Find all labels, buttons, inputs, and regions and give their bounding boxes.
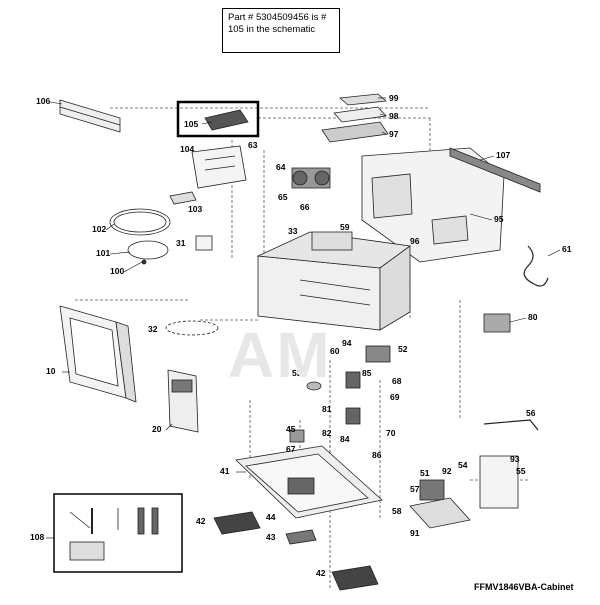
callout-20: 20 xyxy=(152,424,162,434)
callout-66: 66 xyxy=(300,202,310,212)
part-41-base-tray xyxy=(235,445,383,519)
callout-54: 54 xyxy=(458,460,468,470)
part-98 xyxy=(333,106,387,123)
part-52 xyxy=(365,345,391,363)
callout-61: 61 xyxy=(562,244,572,254)
callout-70: 70 xyxy=(386,428,396,438)
note-line-1: Part # 5304509456 is # xyxy=(228,12,327,23)
part-95-outer-panel xyxy=(361,147,505,263)
part-81 xyxy=(345,371,361,389)
callout-96: 96 xyxy=(410,236,420,246)
part-42-filter-lower xyxy=(331,565,379,591)
callout-56: 56 xyxy=(526,408,536,418)
callout-65: 65 xyxy=(278,192,288,202)
callout-33: 33 xyxy=(288,226,298,236)
part-cavity-assembly xyxy=(256,231,412,331)
callout-81: 81 xyxy=(322,404,332,414)
part-105-highlight-box xyxy=(176,100,260,138)
callout-60: 60 xyxy=(330,346,340,356)
callout-58: 58 xyxy=(392,506,402,516)
callout-32: 32 xyxy=(148,324,158,334)
callout-68: 68 xyxy=(392,376,402,386)
part-31 xyxy=(195,235,213,251)
part-80 xyxy=(483,313,511,333)
callout-92: 92 xyxy=(442,466,452,476)
part-56 xyxy=(483,419,539,431)
part-107-rail xyxy=(449,147,541,193)
part-32 xyxy=(165,320,219,336)
watermark: AM xyxy=(228,319,332,391)
note-line-2: 105 in the schematic xyxy=(228,24,316,35)
callout-51: 51 xyxy=(420,468,430,478)
callout-102: 102 xyxy=(92,224,106,234)
part-103 xyxy=(169,191,197,205)
part-note-box: Part # 5304509456 is # 105 in the schema… xyxy=(222,8,340,53)
part-58-plate xyxy=(409,497,471,529)
part-42-filter-upper xyxy=(213,511,261,535)
callout-86: 86 xyxy=(372,450,382,460)
callout-52: 52 xyxy=(398,344,408,354)
callout-105: 105 xyxy=(184,119,198,129)
callout-labels: 106 105 99 98 97 104 63 64 107 103 65 66… xyxy=(30,93,572,578)
callout-84: 84 xyxy=(340,434,350,444)
callout-31: 31 xyxy=(176,238,186,248)
callout-103: 103 xyxy=(188,204,202,214)
callout-42-lower: 42 xyxy=(316,568,326,578)
callout-104: 104 xyxy=(180,144,194,154)
part-100 xyxy=(141,259,147,265)
model-label: FFMV1846VBA-Cabinet xyxy=(474,582,574,592)
part-53 xyxy=(306,381,322,391)
callout-55: 55 xyxy=(516,466,526,476)
callout-97: 97 xyxy=(389,129,399,139)
part-61-wire xyxy=(523,245,549,287)
part-97 xyxy=(321,121,389,143)
callout-100: 100 xyxy=(110,266,124,276)
callout-82: 82 xyxy=(322,428,332,438)
callout-59: 59 xyxy=(340,222,350,232)
callout-99: 99 xyxy=(389,93,399,103)
callout-63: 63 xyxy=(248,140,258,150)
part-82 xyxy=(345,407,361,425)
callout-107: 107 xyxy=(496,150,510,160)
callout-42-upper: 42 xyxy=(196,516,206,526)
part-105-filter xyxy=(204,109,249,131)
callout-85: 85 xyxy=(362,368,372,378)
callout-67: 67 xyxy=(286,444,296,454)
part-108-contents xyxy=(69,507,159,561)
callout-44: 44 xyxy=(266,512,276,522)
callout-41: 41 xyxy=(220,466,230,476)
callout-57: 57 xyxy=(410,484,420,494)
callout-91: 91 xyxy=(410,528,420,538)
part-104-bracket xyxy=(191,145,247,189)
callout-106: 106 xyxy=(36,96,50,106)
part-51-transformer xyxy=(419,479,445,501)
callout-93: 93 xyxy=(510,454,520,464)
callout-10: 10 xyxy=(46,366,56,376)
callout-69: 69 xyxy=(390,392,400,402)
callout-95: 95 xyxy=(494,214,504,224)
part-20-control-panel xyxy=(167,369,199,433)
callout-45: 45 xyxy=(286,424,296,434)
callout-53: 53 xyxy=(292,368,302,378)
callout-64: 64 xyxy=(276,162,286,172)
part-43 xyxy=(285,529,317,545)
part-64-fan-motor xyxy=(291,167,331,189)
part-45 xyxy=(289,429,305,443)
callout-43: 43 xyxy=(266,532,276,542)
callout-80: 80 xyxy=(528,312,538,322)
callout-98: 98 xyxy=(389,111,399,121)
callout-108: 108 xyxy=(30,532,44,542)
callout-101: 101 xyxy=(96,248,110,258)
part-93-bracket xyxy=(479,455,519,509)
part-101-roller-ring xyxy=(127,240,169,260)
part-102-turntable xyxy=(109,208,171,236)
part-33 xyxy=(311,231,353,251)
part-106-vent-grille xyxy=(59,99,121,133)
part-10-door xyxy=(59,305,137,403)
part-99 xyxy=(339,93,387,106)
callout-94: 94 xyxy=(342,338,352,348)
